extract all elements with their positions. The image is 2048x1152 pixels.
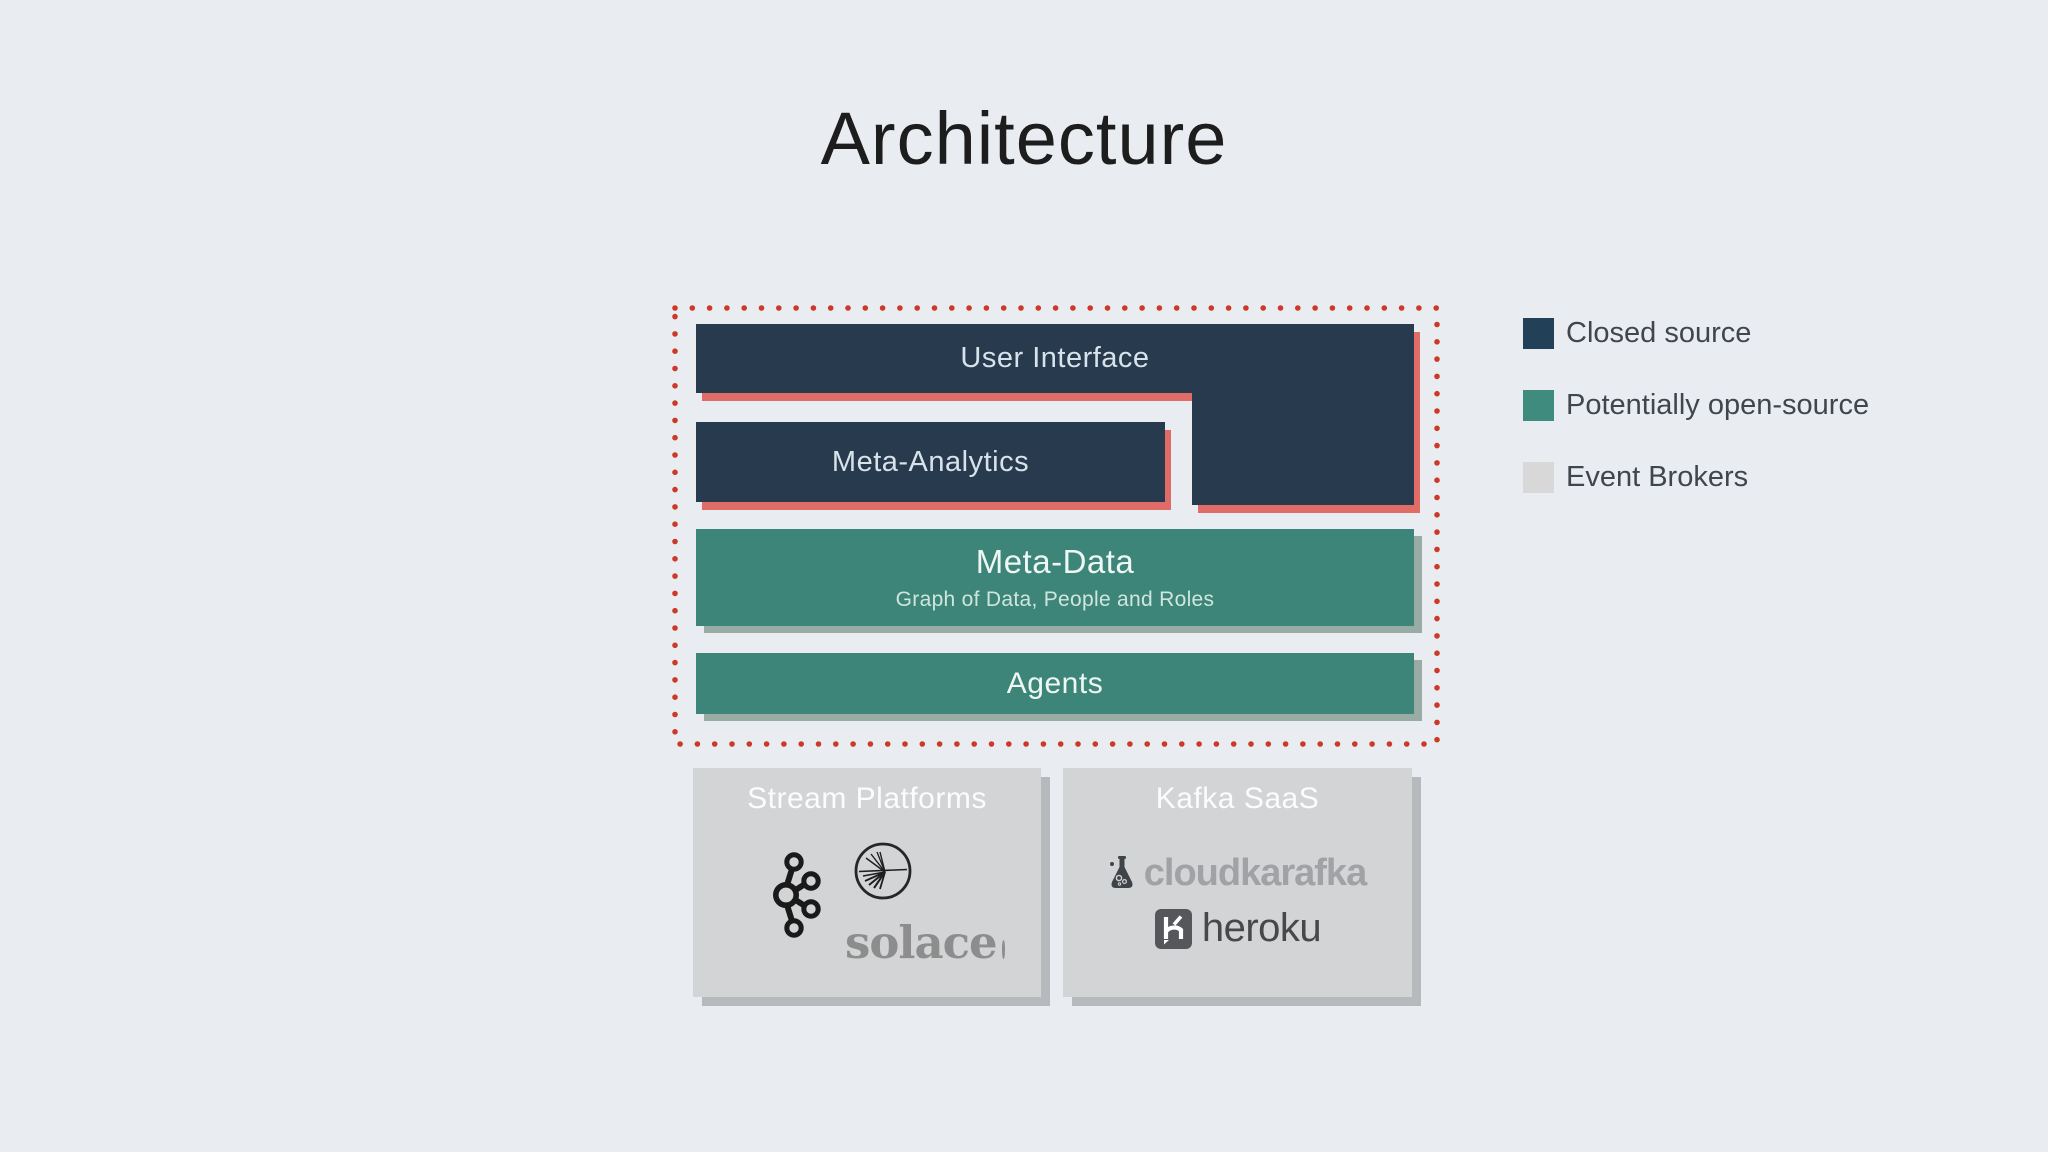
- open-source-swatch: [1523, 390, 1554, 421]
- meta-analytics-box: Meta-Analytics: [696, 422, 1165, 502]
- user-interface-label: User Interface: [960, 342, 1150, 374]
- slide-title: Architecture: [820, 97, 1228, 180]
- solace-wordmark: solace: [845, 916, 1005, 969]
- legend-label: Potentially open-source: [1566, 389, 1870, 421]
- heroku-h-badge-icon: [1154, 908, 1192, 949]
- legend-item-closed-source: Closed source: [1523, 317, 1869, 350]
- meta-data-subtitle: Graph of Data, People and Roles: [895, 588, 1215, 611]
- kafka-saas-title: Kafka SaaS: [1155, 782, 1320, 815]
- solace-dot-icon: [1001, 940, 1005, 959]
- meta-analytics-label: Meta-Analytics: [831, 445, 1030, 478]
- agents-label: Agents: [1006, 666, 1104, 700]
- stream-platforms-title: Stream Platforms: [747, 782, 987, 815]
- meta-data-label: Meta-Data: [975, 543, 1135, 580]
- event-brokers-swatch: [1523, 462, 1554, 493]
- agents-box: Agents: [696, 653, 1414, 714]
- cloudkarafka-wordmark: cloudkarafka: [1143, 852, 1367, 894]
- user-interface-box: User Interface: [696, 324, 1414, 393]
- heroku-wordmark: heroku: [1201, 906, 1322, 950]
- kafka-icon: [773, 852, 821, 938]
- meta-data-box: Meta-Data Graph of Data, People and Role…: [696, 529, 1414, 626]
- legend-label: Event Brokers: [1566, 461, 1749, 493]
- legend-item-event-brokers: Event Brokers: [1523, 461, 1869, 494]
- user-interface-column: [1192, 393, 1414, 505]
- closed-source-swatch: [1523, 318, 1554, 349]
- kafka-saas-box: Kafka SaaS cloudkarafka heroku: [1063, 768, 1412, 997]
- stream-platforms-box: Stream Platforms: [693, 768, 1041, 997]
- cloudkarafka-logo: cloudkarafka: [1063, 852, 1412, 895]
- legend: Closed source Potentially open-source Ev…: [1523, 317, 1869, 494]
- cloudkarafka-flask-icon: [1109, 856, 1133, 888]
- solace-burst-icon: [854, 842, 912, 900]
- heroku-logo: heroku: [1063, 906, 1412, 951]
- legend-label: Closed source: [1566, 317, 1752, 349]
- legend-item-open-source: Potentially open-source: [1523, 389, 1869, 422]
